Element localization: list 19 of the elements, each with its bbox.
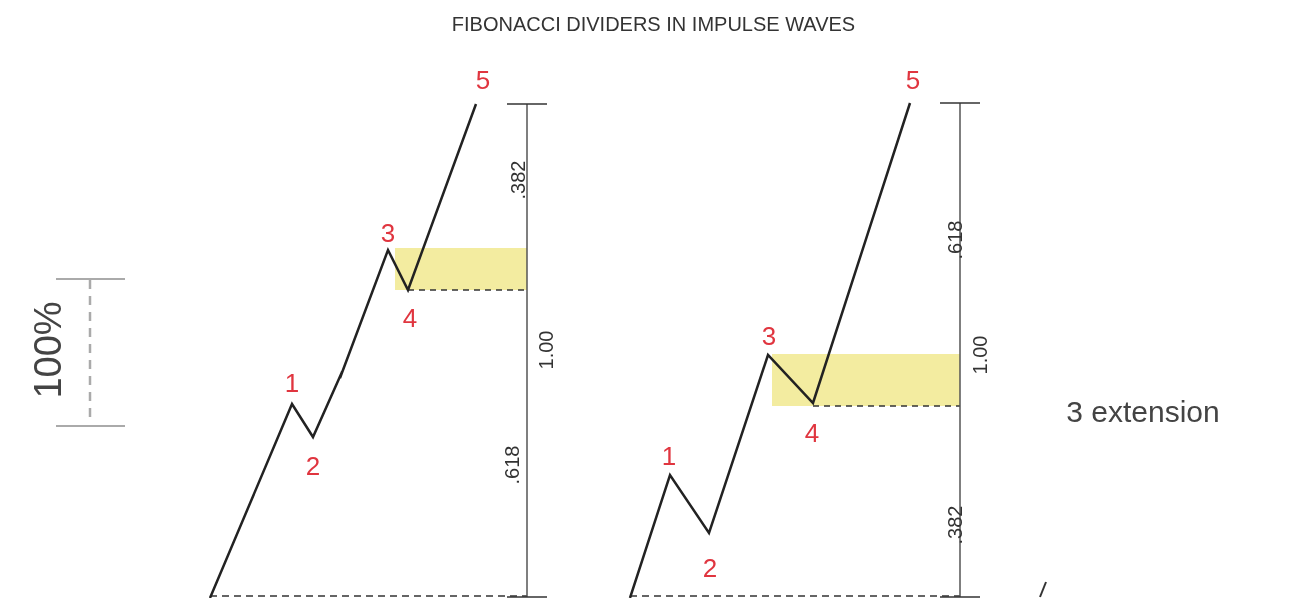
extension-label: 3 extension (1066, 397, 1220, 427)
wave-number: 3 (380, 220, 396, 246)
ratio-label: .382 (508, 160, 528, 200)
wave-number: 2 (702, 555, 718, 581)
wave-number: 4 (402, 305, 418, 331)
ratio-label: .618 (945, 220, 965, 260)
wave-number: 2 (305, 453, 321, 479)
wave-number: 1 (284, 370, 300, 396)
wave-number: 5 (905, 67, 921, 93)
diagram-title: FIBONACCI DIVIDERS IN IMPULSE WAVES (451, 14, 856, 34)
ratio-label: 1.00 (970, 335, 990, 375)
percent-label: 100% (29, 301, 67, 399)
wave-number: 5 (475, 67, 491, 93)
wave-number: 1 (661, 443, 677, 469)
ratio-label: .382 (945, 505, 965, 545)
wave-number: 3 (761, 323, 777, 349)
wave-number: 4 (804, 420, 820, 446)
ratio-label: .618 (502, 445, 522, 485)
ratio-label: 1.00 (536, 330, 556, 370)
